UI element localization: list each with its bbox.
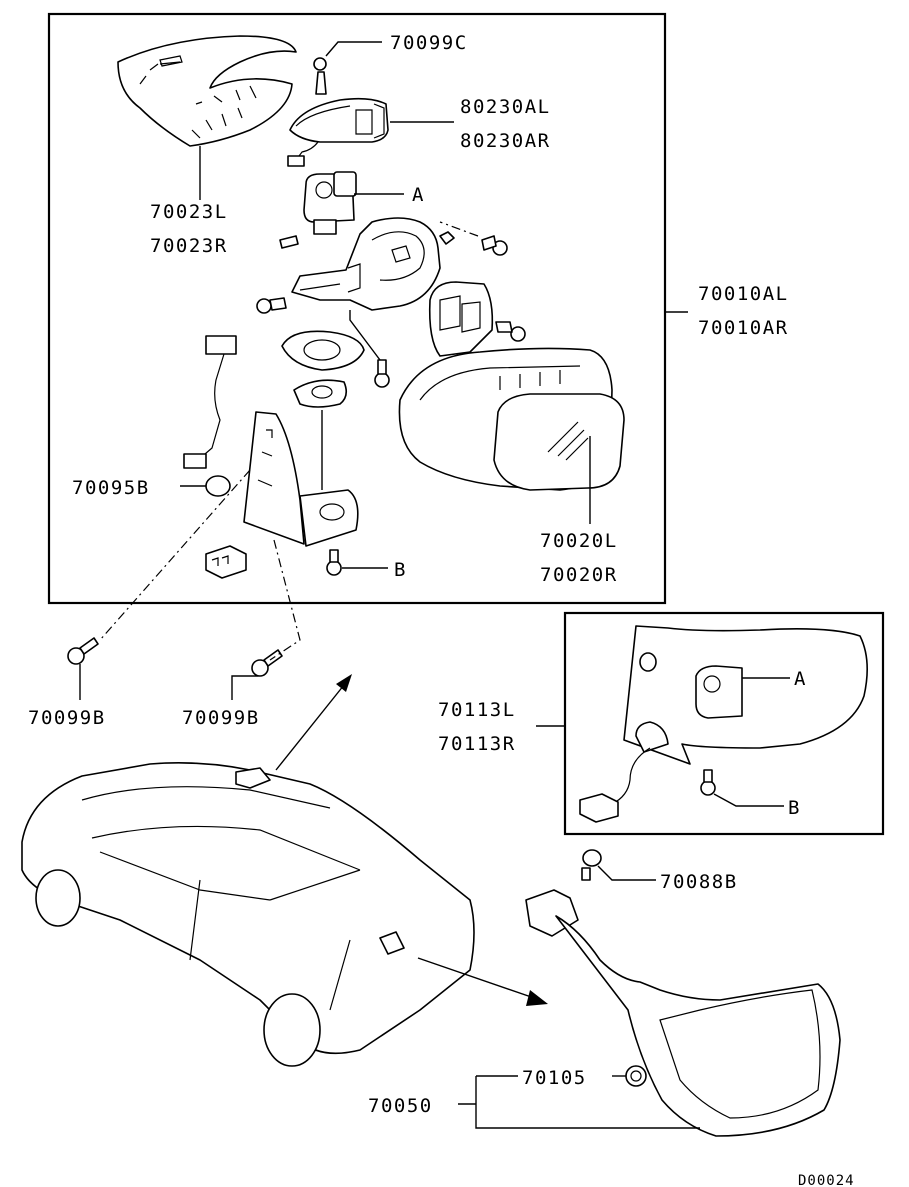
mirror-stay-base-part: [243, 411, 359, 547]
screw-housing-left-part: [256, 297, 287, 314]
outside-mirror-70050-part: [525, 849, 841, 1137]
connector-part: [205, 545, 247, 579]
screw-70099b-left-part: [67, 637, 99, 665]
screw-b-bottom-part: [326, 549, 342, 576]
mirror-glass-part: [493, 393, 625, 491]
ref-a-top: A: [412, 184, 425, 206]
callout-70010al: 70010AL: [698, 283, 789, 305]
callout-70099b-left: 70099B: [28, 707, 106, 729]
inset-motor-part: [695, 665, 743, 719]
screw-housing-right-part: [481, 235, 508, 256]
diagram-code: D00024: [798, 1173, 855, 1187]
mirror-cover-part: [117, 35, 297, 147]
vehicle-outline: [21, 762, 475, 1067]
callout-70113l: 70113L: [438, 699, 516, 721]
screw-b-mid-part: [374, 359, 390, 388]
callout-70105: 70105: [522, 1067, 587, 1089]
arrow-to-main-assembly: [275, 674, 352, 771]
turn-signal-lamp-part: [287, 97, 389, 167]
inset-mirror-variant-frame: [563, 611, 885, 836]
mirror-pivot-gasket-part: [281, 330, 365, 371]
callout-70113r: 70113R: [438, 733, 516, 755]
callout-70099b-right: 70099B: [182, 707, 260, 729]
callout-70050: 70050: [368, 1095, 433, 1117]
mirror-motor-part: [303, 171, 357, 235]
inset-screw-b-part: [700, 769, 716, 796]
screw-70099b-right-part: [251, 649, 283, 677]
inset-connector-part: [579, 747, 651, 823]
mirror-pivot-cap-part: [293, 379, 348, 408]
arrow-to-outside-mirror: [417, 957, 548, 1006]
callout-70088b: 70088B: [660, 871, 738, 893]
callout-70010ar: 70010AR: [698, 317, 789, 339]
callout-70020r: 70020R: [540, 564, 618, 586]
wire-harness-part: [183, 335, 237, 469]
callout-70099c: 70099C: [390, 32, 468, 54]
nut-70105-part: [625, 1065, 647, 1087]
callout-70020l: 70020L: [540, 530, 618, 552]
callout-80230al: 80230AL: [460, 96, 551, 118]
mirror-base-frame-part: [279, 217, 455, 311]
callout-70023r: 70023R: [150, 235, 228, 257]
ref-b-top: B: [394, 559, 407, 581]
callout-70023l: 70023L: [150, 201, 228, 223]
ref-a-inset: A: [794, 668, 807, 690]
leader-lines: [79, 41, 790, 1129]
mirror-actuator-part: [428, 281, 526, 357]
grommet-70095b-part: [205, 475, 231, 497]
dash-center-lines: [99, 221, 479, 661]
callout-70095b: 70095B: [72, 477, 150, 499]
screw-70099c-part: [313, 57, 327, 95]
callout-80230ar: 80230AR: [460, 130, 551, 152]
ref-b-inset: B: [788, 797, 801, 819]
outside-mirror-assembly-frame: [47, 12, 667, 605]
inset-manual-mirror-part: [623, 625, 868, 765]
